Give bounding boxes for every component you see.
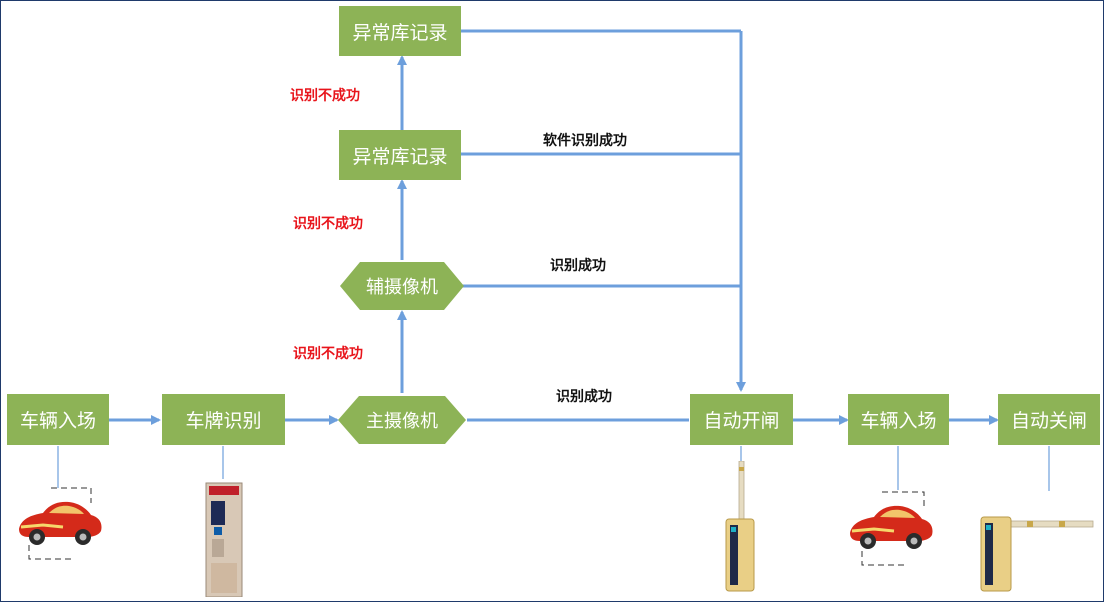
main-camera-diamond [338,396,466,444]
barrier-gate-open-icon [725,461,755,592]
plate-recognition-node: 车牌识别 [162,394,285,445]
vehicle-entry-2-node: 车辆入场 [848,394,949,445]
main-camera-label: 主摄像机 [366,411,438,432]
software-success-label: 软件识别成功 [543,133,627,149]
fail-label-low: 识别不成功 [293,346,363,362]
barrier-gate-closed-icon [980,516,1094,592]
fail-label-top: 识别不成功 [290,88,360,104]
main-success-label: 识别成功 [556,389,612,405]
ticket-machine-icon [205,482,243,597]
anomaly-record-top-node: 异常库记录 [339,6,461,56]
aux-success-label: 识别成功 [550,258,606,274]
auto-open-gate-node: 自动开闸 [690,394,793,445]
car-icon-2 [850,491,933,566]
anomaly-record-mid-node: 异常库记录 [339,130,461,180]
vehicle-entry-node: 车辆入场 [7,394,109,445]
fail-label-mid: 识别不成功 [293,216,363,232]
aux-camera-label: 辅摄像机 [366,277,438,298]
aux-camera-diamond [340,262,464,310]
car-icon [19,487,102,560]
auto-close-gate-node: 自动关闸 [998,394,1100,445]
